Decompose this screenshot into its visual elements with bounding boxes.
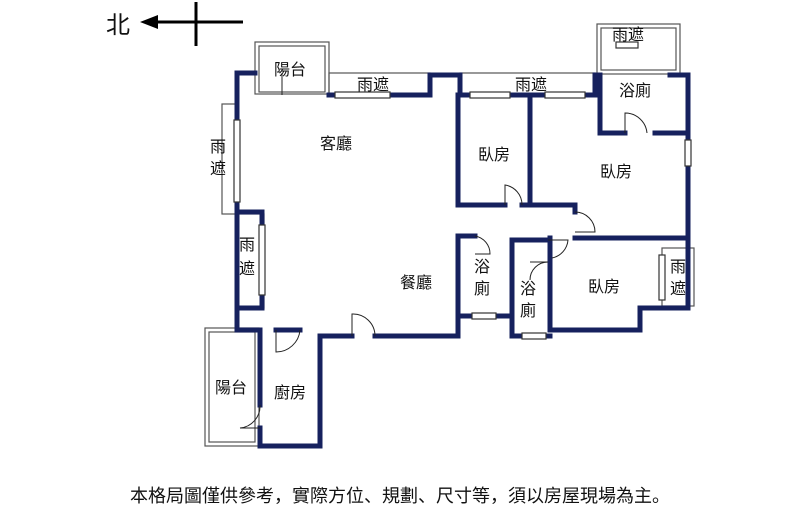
canopy-top-left-label: 雨遮 [357,75,389,94]
canopy-right-label-a: 雨 [670,257,686,276]
balcony-bottom-inner [208,331,256,443]
bedroom-2-label: 臥房 [600,162,632,181]
canopy-corner-inner [600,27,677,71]
compass-label: 北 [106,11,130,39]
canopy-left-upper-label-b: 遮 [210,159,226,178]
canopy-right-label-b: 遮 [670,279,686,298]
canopy-left-lower-label-a: 雨 [239,235,255,254]
bath-3-label-top: 浴 [520,279,536,298]
doors [239,73,648,429]
balcony-top-label: 陽台 [274,60,306,79]
windows [233,41,692,340]
north-arrow-icon [140,2,243,46]
bath-3-label-bottom: 廁 [520,301,536,320]
bath-1-label: 浴廁 [619,81,651,100]
disclaimer-text: 本格局圖僅供參考，實際方位、規劃、尺寸等，須以房屋現場為主。 [130,486,670,507]
bath-2-label-top: 浴 [474,257,490,276]
balcony-top-outline [254,41,330,95]
bedroom-3-label: 臥房 [588,277,620,296]
canopy-left-lower-label-b: 遮 [239,259,255,278]
bedroom-1-label: 臥房 [478,145,510,164]
walls [234,70,691,449]
canopy-corner-outline [596,23,681,75]
canopy-corner-label: 雨遮 [612,25,644,44]
canopy-left-upper-label-a: 雨 [210,137,226,156]
dining-room-label: 餐廳 [400,273,432,292]
canopy-top-right-label: 雨遮 [515,75,547,94]
balcony-top-inner [258,45,326,93]
bath-2-label-bottom: 廁 [474,279,490,298]
kitchen-label: 廚房 [274,383,306,402]
balcony-bottom-label: 陽台 [215,378,247,397]
living-room-label: 客廳 [320,134,352,153]
